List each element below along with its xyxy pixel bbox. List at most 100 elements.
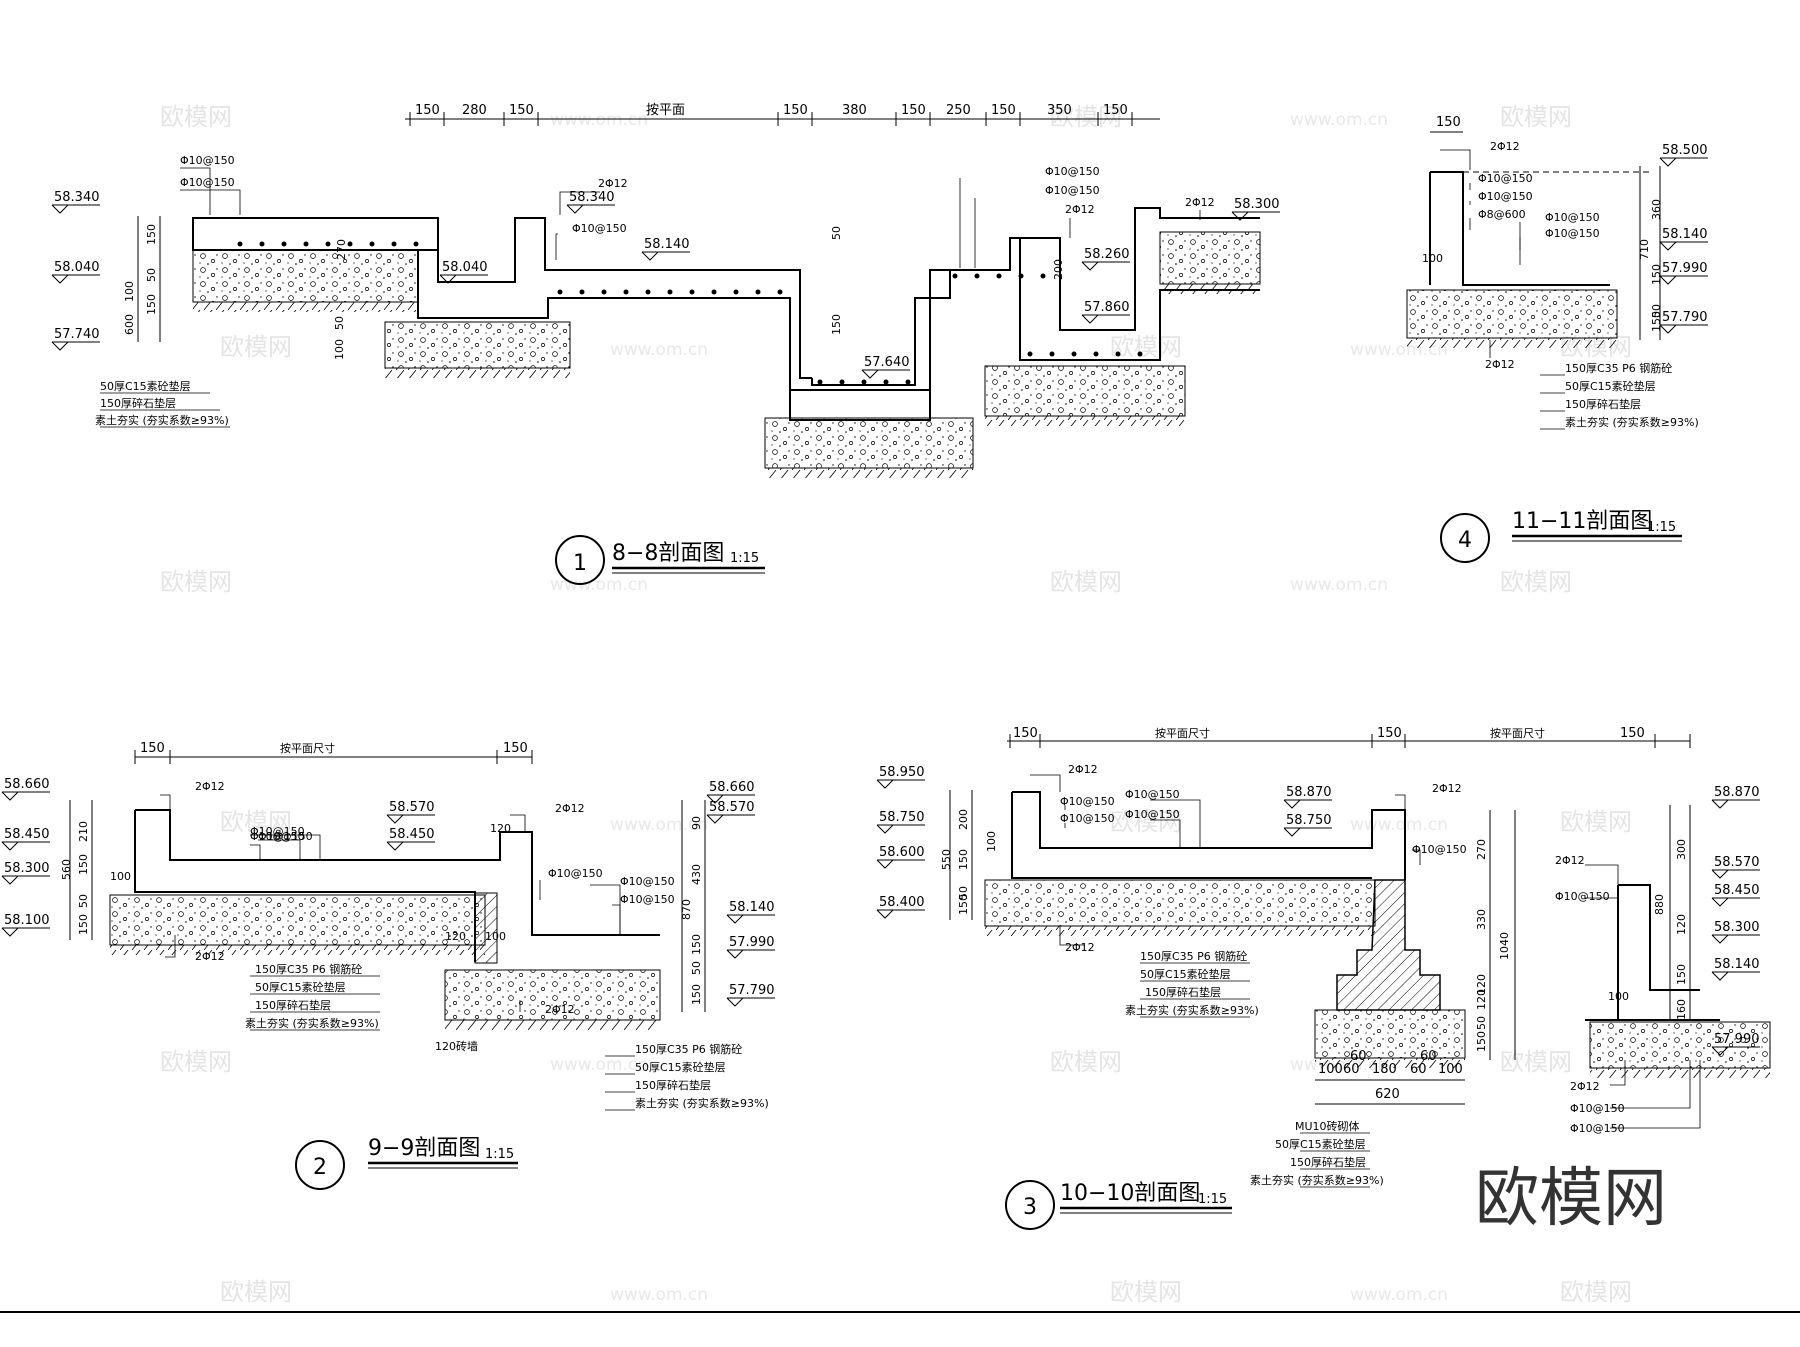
dimension-value: 360 bbox=[1650, 199, 1663, 220]
rebar-callout: Φ8@600 bbox=[1478, 208, 1526, 221]
dimension-value: 150 bbox=[503, 741, 528, 756]
layer-note: 50厚C15素砼垫层 bbox=[1275, 1137, 1366, 1151]
section-title: 8−8剖面图 bbox=[612, 541, 724, 566]
elevation-mark: 57.860 bbox=[1084, 300, 1130, 315]
rebar-callout: Φ10@150 bbox=[1125, 808, 1180, 821]
layer-note: 素土夯实 (夯实系数≥93%) bbox=[635, 1096, 769, 1110]
dimension-value: 150 bbox=[830, 314, 843, 335]
dimension-value: 180 bbox=[1372, 1062, 1397, 1077]
elevation-mark: 58.570 bbox=[1714, 855, 1760, 870]
bedding-layer bbox=[109, 894, 486, 946]
elevation-mark: 58.450 bbox=[4, 827, 50, 842]
rebar-callout: Φ10@150 bbox=[258, 830, 313, 843]
watermark-text: 欧模网 bbox=[160, 1048, 232, 1076]
layer-note: 150厚C35 P6 钢筋砼 bbox=[255, 962, 362, 976]
rebar-callout: Φ10@150 bbox=[1570, 1122, 1625, 1135]
section-number: 4 bbox=[1458, 528, 1472, 553]
layer-note: 50厚C15素砼垫层 bbox=[255, 980, 346, 994]
rebar-callout: 2Φ12 bbox=[555, 802, 585, 815]
watermark-text: 欧模网 bbox=[220, 1278, 292, 1306]
dimension-value: 150 bbox=[957, 849, 970, 870]
elevation-mark: 58.660 bbox=[4, 777, 50, 792]
layer-note: 150厚C35 P6 钢筋砼 bbox=[1565, 361, 1672, 375]
dimension-value: 150 bbox=[957, 894, 970, 915]
watermark-text: 欧模网 bbox=[1110, 808, 1182, 836]
dimension-value: 250 bbox=[946, 103, 971, 118]
rebar-callout: Φ10@150 bbox=[1045, 184, 1100, 197]
layer-note: 50厚C15素砼垫层 bbox=[1565, 379, 1656, 393]
rebar-callout: Φ10@150 bbox=[1478, 172, 1533, 185]
rebar-callout: Φ10@150 bbox=[1570, 1102, 1625, 1115]
dimension-value: 160 bbox=[1675, 999, 1688, 1020]
watermark-text: www.om.cn bbox=[550, 110, 648, 130]
rebar-callout: 2Φ12 bbox=[1555, 854, 1585, 867]
layer-note: 150厚碎石垫层 bbox=[255, 998, 331, 1012]
dimension-value: 150 bbox=[145, 294, 158, 315]
elevation-mark: 58.300 bbox=[1234, 197, 1280, 212]
layer-note: 50厚C15素砼垫层 bbox=[635, 1060, 726, 1074]
watermark-text: 欧模网 bbox=[1500, 1048, 1572, 1076]
rebar-callout: Φ10@150 bbox=[1125, 788, 1180, 801]
rebar-callout: Φ10@150 bbox=[620, 875, 675, 888]
watermark-text: 欧模网 bbox=[1500, 568, 1572, 596]
bedding-layer bbox=[384, 321, 571, 369]
dimension-value: 200 bbox=[957, 809, 970, 830]
dimension-value: 按平面尺寸 bbox=[1155, 726, 1210, 740]
elevation-mark: 58.500 bbox=[1662, 143, 1708, 158]
elevation-mark: 58.140 bbox=[1662, 227, 1708, 242]
dimension-value: 50 bbox=[1650, 304, 1663, 318]
dimension-value: 300 bbox=[1675, 839, 1688, 860]
rebar-callout: 2Φ12 bbox=[1185, 196, 1215, 209]
rebar-callout: Φ10@150 bbox=[1478, 190, 1533, 203]
dimension-value: 按平面尺寸 bbox=[1490, 726, 1545, 740]
layer-note: 150厚碎石垫层 bbox=[1565, 397, 1641, 411]
dimension-value: 150 bbox=[1650, 264, 1663, 285]
rebar-callout: 2Φ12 bbox=[1068, 763, 1098, 776]
dimension-value: 150 bbox=[1475, 1031, 1488, 1052]
layer-note: MU10砖砌体 bbox=[1295, 1119, 1360, 1133]
dimension-value: 550 bbox=[940, 849, 953, 870]
elevation-mark: 57.790 bbox=[729, 983, 775, 998]
section-11-11: 15058.50058.14057.99057.7902Φ12Φ10@150Φ1… bbox=[1406, 115, 1708, 563]
dimension-value: 150 bbox=[1436, 115, 1461, 130]
dimension-value: 150 bbox=[77, 914, 90, 935]
dimension-value: 1040 bbox=[1498, 932, 1511, 960]
section-scale: 1:15 bbox=[1198, 1192, 1227, 1207]
brick-wall bbox=[474, 892, 498, 964]
dimension-value: 200 bbox=[1052, 259, 1065, 280]
elevation-mark: 58.660 bbox=[709, 780, 755, 795]
watermark-text: 欧模网 bbox=[220, 808, 292, 836]
rebar-callout: Φ10@150 bbox=[1412, 843, 1467, 856]
dimension-value: 100 bbox=[985, 831, 998, 852]
watermark-text: 欧模网 bbox=[1500, 103, 1572, 131]
dimension-value: 270 bbox=[1475, 839, 1488, 860]
dimension-value: 120 bbox=[1675, 914, 1688, 935]
dimension-value: 150 bbox=[690, 984, 703, 1005]
watermark-text: 欧模网 bbox=[220, 333, 292, 361]
rebar-callout: Φ10@150 bbox=[1555, 890, 1610, 903]
dimension-value: 50 bbox=[333, 316, 346, 330]
section-scale: 1:15 bbox=[730, 551, 759, 566]
compacted-soil bbox=[193, 302, 418, 312]
dimension-value: 560 bbox=[60, 859, 73, 880]
watermark-text: 欧模网 bbox=[1050, 568, 1122, 596]
elevation-mark: 58.300 bbox=[4, 861, 50, 876]
rebar-callout: Φ10@150 bbox=[1045, 165, 1100, 178]
dimension-value: 350 bbox=[1047, 103, 1072, 118]
elevation-mark: 58.100 bbox=[4, 913, 50, 928]
watermark-text: www.om.cn bbox=[550, 575, 648, 595]
watermark-text: www.om.cn bbox=[610, 1285, 708, 1305]
dimension-value: 50 bbox=[830, 226, 843, 240]
dimension-value: 150 bbox=[1377, 726, 1402, 741]
section-title: 10−10剖面图 bbox=[1060, 1181, 1200, 1206]
section-scale: 1:15 bbox=[1647, 520, 1676, 535]
dimension-value: 150 bbox=[1620, 726, 1645, 741]
rebar-callout: Φ10@150 bbox=[1545, 227, 1600, 240]
elevation-mark: 58.040 bbox=[54, 260, 100, 275]
dimension-value: 150 bbox=[901, 103, 926, 118]
dimension-value: 150 bbox=[145, 224, 158, 245]
rebar-callout: Φ10@150 bbox=[620, 893, 675, 906]
